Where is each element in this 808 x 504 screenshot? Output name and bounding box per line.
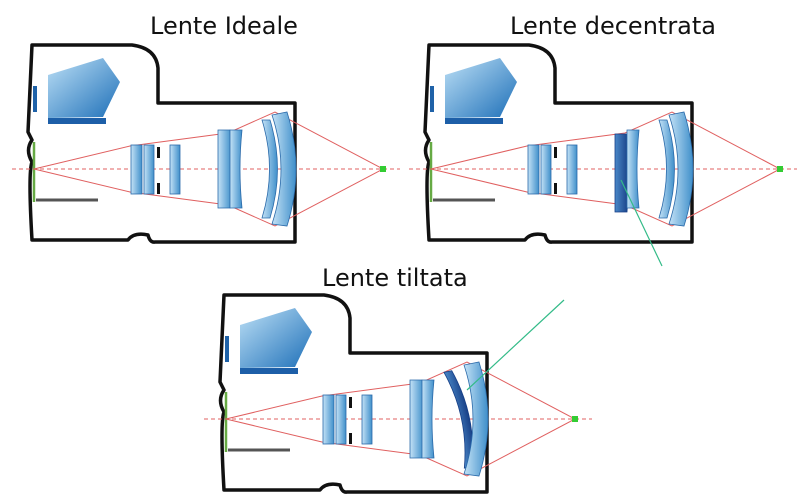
camera-tilted: [204, 293, 592, 494]
camera-decentered: [409, 43, 797, 267]
pointer-line: [620, 179, 663, 267]
camera-ideal: [10, 43, 402, 244]
title-ideal-lens: Lente Ideale: [150, 12, 298, 40]
title-decentered-lens: Lente decentrata: [510, 12, 717, 40]
title-tilted-lens: Lente tiltata: [322, 264, 468, 292]
pointer-line: [466, 299, 565, 391]
